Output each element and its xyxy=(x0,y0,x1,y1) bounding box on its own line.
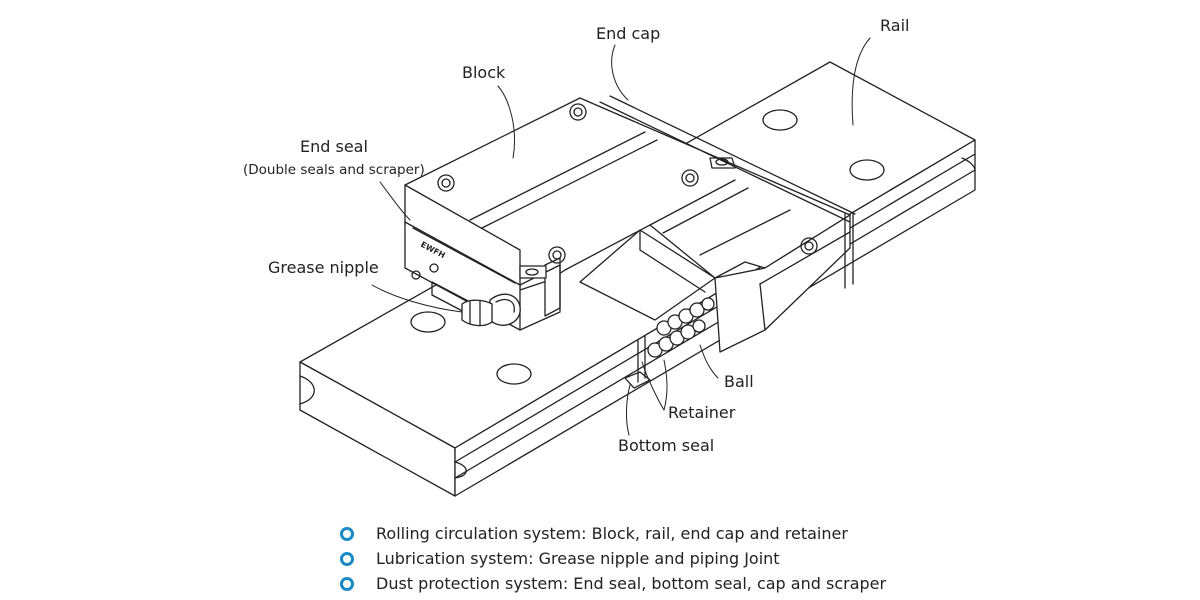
label-grease-nipple: Grease nipple xyxy=(268,258,379,277)
balls xyxy=(647,297,715,358)
block-screw xyxy=(437,174,455,192)
bullet-icon xyxy=(340,551,354,566)
system-item-lubrication: Lubrication system: Grease nipple and pi… xyxy=(340,546,886,571)
label-end-seal: End seal xyxy=(300,137,368,156)
rail-hole xyxy=(762,109,798,131)
label-retainer: Retainer xyxy=(668,403,736,422)
block-screw xyxy=(800,237,818,255)
system-item-text: Lubrication system: Grease nipple and pi… xyxy=(376,549,780,568)
bullet-icon xyxy=(340,576,354,591)
rail-hole xyxy=(410,311,446,333)
label-rail: Rail xyxy=(880,16,909,35)
end-cap xyxy=(599,95,856,289)
block-screw xyxy=(569,103,587,121)
linear-guide-diagram: EWFH End cap Rail xyxy=(243,16,976,497)
system-item-text: Dust protection system: End seal, bottom… xyxy=(376,574,887,593)
system-item-text: Rolling circulation system: Block, rail,… xyxy=(376,524,848,543)
label-ball: Ball xyxy=(724,372,754,391)
system-item-rolling: Rolling circulation system: Block, rail,… xyxy=(340,521,886,546)
block-screw xyxy=(548,246,566,264)
label-block: Block xyxy=(462,63,506,82)
label-bottom-seal: Bottom seal xyxy=(618,436,714,455)
label-end-seal-note: (Double seals and scraper) xyxy=(243,162,425,178)
bullet-icon xyxy=(340,526,354,541)
label-end-cap: End cap xyxy=(596,24,660,43)
system-list: Rolling circulation system: Block, rail,… xyxy=(340,521,886,596)
leader-lines xyxy=(371,37,871,436)
block xyxy=(404,97,851,353)
grease-nipple xyxy=(461,293,521,327)
rail-hole xyxy=(849,159,885,181)
rail-hole xyxy=(496,363,532,385)
system-item-dust: Dust protection system: End seal, bottom… xyxy=(340,571,886,596)
block-screw xyxy=(681,169,699,187)
plate-screw xyxy=(429,263,439,273)
